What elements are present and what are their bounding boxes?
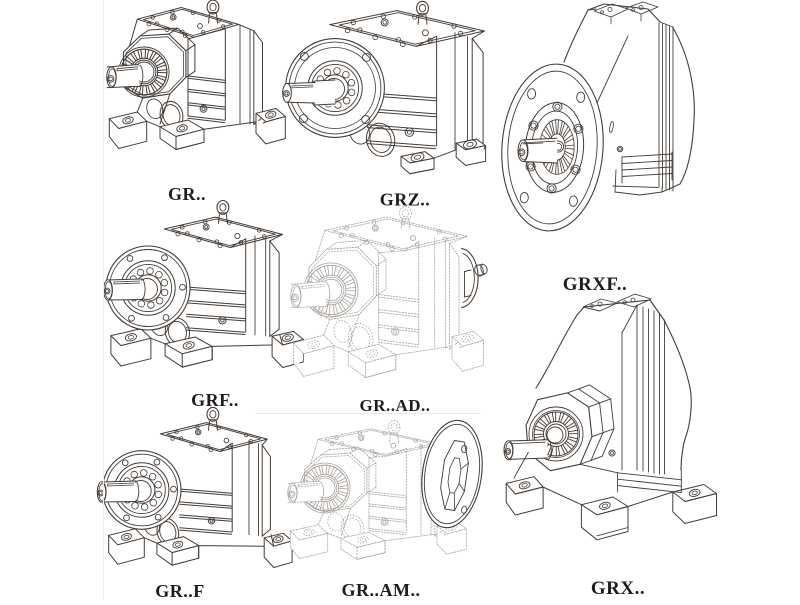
svg-text:GR..AD..: GR..AD..: [359, 396, 430, 415]
svg-text:GRX..: GRX..: [591, 578, 645, 599]
svg-text:GRZ..: GRZ..: [380, 190, 431, 210]
svg-text:GR..AM..: GR..AM..: [342, 580, 421, 600]
svg-text:GR..: GR..: [168, 184, 206, 204]
svg-text:GRXF..: GRXF..: [563, 274, 628, 295]
svg-text:GRF..: GRF..: [191, 390, 239, 410]
svg-text:GR..F: GR..F: [155, 581, 205, 600]
